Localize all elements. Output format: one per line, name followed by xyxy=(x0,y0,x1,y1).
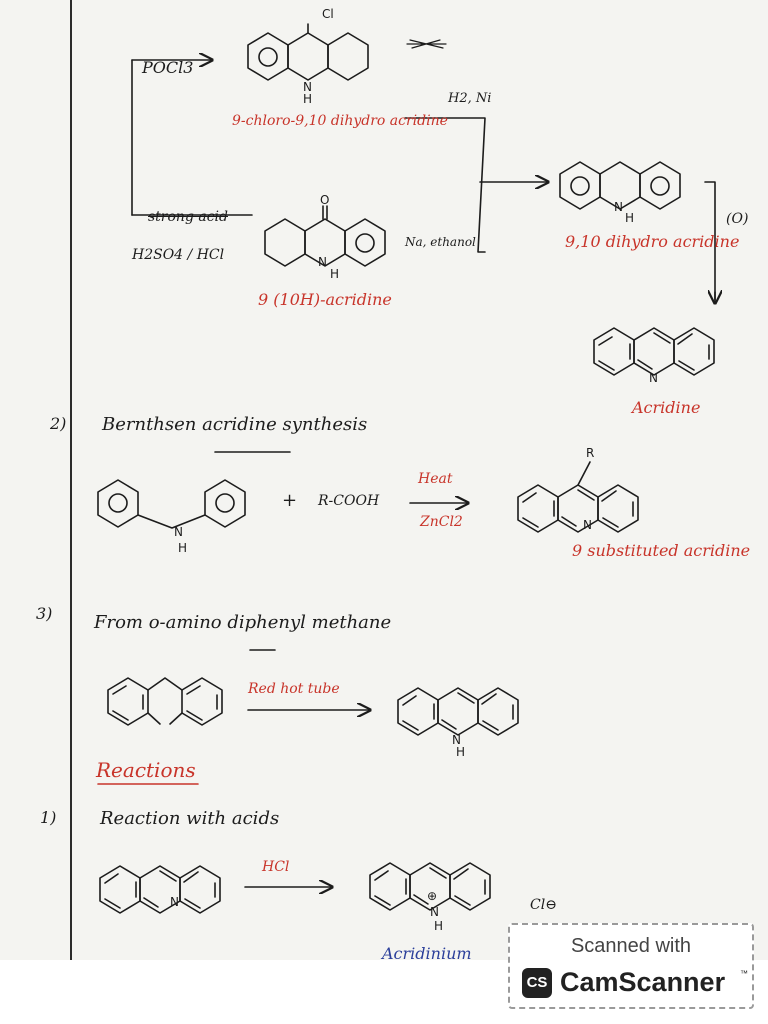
reaction-1-number: 1) xyxy=(40,808,57,827)
atom-h-dihydro: H xyxy=(625,211,635,225)
section-3-number: 3) xyxy=(36,604,53,623)
reagent-hcl: HCl xyxy=(262,859,290,875)
atom-n-diphenylamine: N xyxy=(174,525,183,539)
camscanner-badge: Scanned with CS CamScanner ™ xyxy=(508,923,754,1009)
atom-r: R xyxy=(586,446,595,460)
structure-acridine-reactant xyxy=(99,865,221,914)
atom-h-tube: H xyxy=(456,745,466,759)
section-2-title: Bernthsen acridine synthesis xyxy=(102,414,368,435)
atom-cl: Cl xyxy=(322,7,334,21)
reagent-h2so4-hcl: H2SO4 / HCl xyxy=(132,247,225,263)
atom-n-tube: N xyxy=(452,733,461,747)
oxidation-label: (O) xyxy=(726,211,749,227)
trademark-symbol: ™ xyxy=(740,969,748,978)
atom-h-acridinium: H xyxy=(434,919,444,933)
name-9-substituted-acridine: 9 substituted acridine xyxy=(572,541,751,560)
structure-acridine-from-tube xyxy=(397,687,519,736)
condition-zncl2: ZnCl2 xyxy=(420,514,463,530)
atom-n-reactant: N xyxy=(170,895,179,909)
chloride-ion: Cl⊖ xyxy=(530,897,557,913)
reagent-strong-acid: strong acid xyxy=(148,209,228,225)
structure-acridinium xyxy=(369,862,491,911)
name-acridine: Acridine xyxy=(632,398,701,417)
atom-h-top: H xyxy=(303,92,313,106)
atom-n-acridinium: N xyxy=(430,905,439,919)
reagent-h2-ni: H2, Ni xyxy=(448,91,492,106)
plus-charge: ⊕ xyxy=(427,889,438,903)
name-dihydroacridine: 9,10 dihydro acridine xyxy=(565,232,740,251)
structure-acridone xyxy=(264,205,386,267)
atom-n-acridone: N xyxy=(318,255,327,269)
reagent-rcooh: R-COOH xyxy=(318,493,380,509)
atom-n-dihydro: N xyxy=(614,200,623,214)
structure-diphenylamine xyxy=(97,479,246,529)
structure-dihydroacridine xyxy=(559,161,681,210)
name-acridone: 9 (10H)-acridine xyxy=(258,290,392,309)
structure-9-substituted-acridine xyxy=(517,461,639,533)
structure-acridine-top xyxy=(593,327,715,376)
section-2-number: 2) xyxy=(50,414,67,433)
name-9-chloro-dihydroacridine: 9-chloro-9,10 dihydro acridine xyxy=(232,113,448,129)
scanned-with-label: Scanned with xyxy=(570,935,692,957)
atom-n-top: N xyxy=(303,80,312,94)
atom-n-acridine: N xyxy=(649,371,658,385)
camscanner-logo-icon: CS xyxy=(522,968,552,998)
name-acridinium: Acridinium xyxy=(382,944,472,963)
plus-sign: + xyxy=(282,490,298,511)
reagent-na-ethanol: Na, ethanol xyxy=(405,235,476,249)
condition-red-hot-tube: Red hot tube xyxy=(248,681,340,697)
reactions-heading: Reactions xyxy=(96,758,196,782)
atom-o: O xyxy=(320,193,330,207)
atom-n-9sub: N xyxy=(583,518,592,532)
atom-h-diphenylamine: H xyxy=(178,541,188,555)
condition-heat: Heat xyxy=(418,471,453,487)
structure-9-chloro-dihydroacridine xyxy=(247,23,369,81)
margin-rule xyxy=(70,0,72,960)
atom-h-acridone: H xyxy=(330,267,340,281)
reaction-1-title: Reaction with acids xyxy=(100,808,280,829)
structure-o-aminodiphenylmethane xyxy=(107,677,223,726)
camscanner-brand: CamScanner xyxy=(560,967,726,997)
section-3-title: From o-amino diphenyl methane xyxy=(94,612,392,633)
branch-arrows xyxy=(131,39,715,303)
reagent-pocl3: POCl3 xyxy=(142,58,194,77)
